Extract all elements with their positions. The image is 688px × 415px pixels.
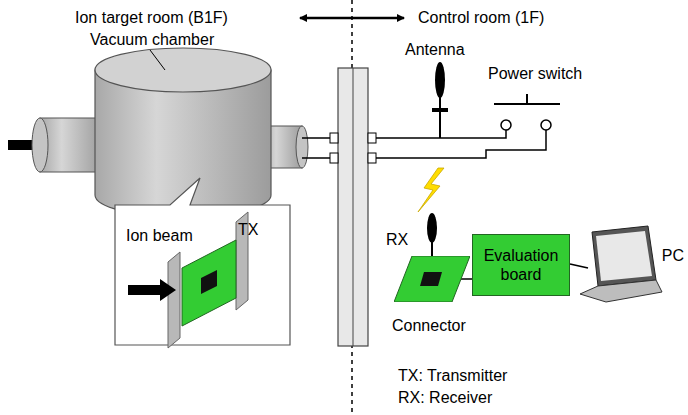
connector-nut (330, 133, 338, 143)
text-label: PC (662, 246, 684, 265)
antenna (427, 213, 437, 243)
switch-terminal (501, 120, 511, 130)
board-shape (394, 256, 470, 302)
pc-laptop (592, 226, 656, 286)
leader-line (150, 50, 165, 70)
beam-arrow (128, 279, 176, 301)
inlet-pipe (40, 118, 102, 172)
process-box: Evaluation board (472, 234, 570, 296)
antenna (435, 62, 445, 98)
text-label: Antenna (405, 40, 465, 59)
text-label: TX (238, 220, 258, 239)
connector-wall (353, 68, 354, 346)
rx-board: RX (394, 256, 470, 302)
inset-frame (115, 178, 290, 345)
text-label: Ion target room (B1F) (75, 8, 228, 27)
text-label: TX: Transmitter (398, 366, 507, 385)
power-switch (526, 94, 528, 104)
connector (461, 278, 472, 280)
vacuum-chamber (95, 48, 271, 92)
antenna (432, 108, 448, 112)
node-label: RX (386, 230, 408, 249)
text-label: Vacuum chamber (90, 30, 214, 49)
double-arrow (300, 17, 404, 20)
connector-nut (330, 153, 338, 163)
outlet-pipe (296, 126, 308, 168)
switch-terminal (541, 120, 551, 130)
connector-nut (368, 153, 376, 163)
inlet-pipe (32, 118, 48, 172)
pc-screen (596, 231, 652, 281)
tx-chip (201, 270, 217, 294)
tx-board (182, 240, 236, 326)
text-label: RX: Receiver (398, 388, 492, 407)
holder-rail (168, 252, 180, 348)
cable (570, 264, 588, 268)
connector-nut (368, 133, 376, 143)
text-label: Ion beam (126, 226, 193, 245)
text-label: Control room (1F) (418, 8, 544, 27)
node-label: Evaluation board (479, 246, 563, 284)
text-label: Power switch (488, 64, 582, 83)
cable (376, 130, 546, 158)
connector-wall (338, 68, 368, 346)
pc-keyboard (580, 280, 662, 302)
text-label: Connector (392, 316, 466, 335)
wireless-link (418, 168, 444, 212)
